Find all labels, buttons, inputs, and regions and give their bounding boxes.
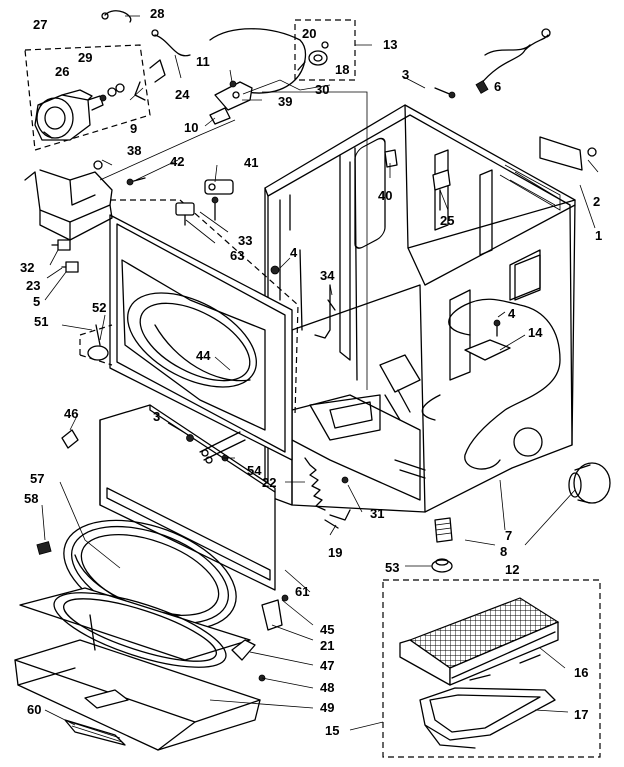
leg-and-foot-parts — [431, 462, 611, 573]
callout-21: 21 — [320, 638, 334, 653]
part-callouts: 28 27 29 26 24 9 11 10 39 30 20 18 13 3 … — [20, 6, 602, 738]
callout-29: 29 — [78, 50, 92, 65]
callout-16: 16 — [574, 665, 588, 680]
callout-45: 45 — [320, 622, 334, 637]
cabinet — [264, 104, 576, 513]
leader-lines — [41, 15, 599, 731]
callout-60: 60 — [27, 702, 41, 717]
callout-28: 28 — [150, 6, 164, 21]
callout-11: 11 — [196, 54, 210, 69]
callout-26: 26 — [55, 64, 69, 79]
callout-10: 10 — [184, 120, 198, 135]
callout-41: 41 — [244, 155, 258, 170]
callout-32: 32 — [20, 260, 34, 275]
callout-63: 63 — [230, 248, 244, 263]
callout-6: 6 — [494, 79, 501, 94]
callout-2: 2 — [593, 194, 600, 209]
callout-48: 48 — [320, 680, 334, 695]
toe-panel — [99, 404, 276, 591]
callout-23: 23 — [26, 278, 40, 293]
callout-19: 19 — [328, 545, 342, 560]
callout-52: 52 — [92, 300, 106, 315]
callout-5: 5 — [33, 294, 40, 309]
thermostat-parts — [175, 179, 234, 226]
drive-motor — [34, 83, 125, 141]
callout-9: 9 — [130, 121, 137, 136]
callout-22: 22 — [262, 475, 276, 490]
door-spring-parts — [304, 457, 351, 529]
callout-40: 40 — [378, 188, 392, 203]
callout-27: 27 — [33, 17, 47, 32]
callout-7: 7 — [505, 528, 512, 543]
callout-12: 12 — [505, 562, 519, 577]
callout-13: 13 — [383, 37, 397, 52]
callout-39: 39 — [278, 94, 292, 109]
callout-44: 44 — [196, 348, 211, 363]
callout-34: 34 — [320, 268, 335, 283]
callout-3-mid: 3 — [153, 409, 160, 424]
callout-15: 15 — [325, 723, 339, 738]
callout-51: 51 — [34, 314, 48, 329]
callout-49: 49 — [320, 700, 334, 715]
door-assembly — [14, 519, 289, 751]
callout-58: 58 — [24, 491, 38, 506]
motor-mount-bracket — [24, 160, 146, 273]
callout-54: 54 — [247, 463, 262, 478]
front-panel — [109, 214, 293, 461]
callout-47: 47 — [320, 658, 334, 673]
callout-4-right: 4 — [508, 306, 516, 321]
callout-25: 25 — [440, 213, 454, 228]
callout-30: 30 — [315, 82, 329, 97]
callout-8: 8 — [500, 544, 507, 559]
callout-42: 42 — [170, 154, 184, 169]
callout-14: 14 — [528, 325, 543, 340]
callout-17: 17 — [574, 707, 588, 722]
callout-24: 24 — [175, 87, 190, 102]
callout-33: 33 — [238, 233, 252, 248]
lint-filter — [399, 597, 560, 749]
callout-53: 53 — [385, 560, 399, 575]
callout-38: 38 — [127, 143, 141, 158]
callout-4-left: 4 — [290, 245, 298, 260]
callout-31: 31 — [370, 506, 384, 521]
guide-lines — [24, 19, 601, 758]
seal-clips — [61, 324, 109, 449]
callout-61: 61 — [295, 584, 309, 599]
callout-20: 20 — [302, 26, 316, 41]
cabinet-clips — [270, 149, 511, 361]
callout-1: 1 — [595, 228, 602, 243]
callout-18: 18 — [335, 62, 349, 77]
callout-46: 46 — [64, 406, 78, 421]
callout-3-top: 3 — [402, 67, 409, 82]
callout-57: 57 — [30, 471, 44, 486]
